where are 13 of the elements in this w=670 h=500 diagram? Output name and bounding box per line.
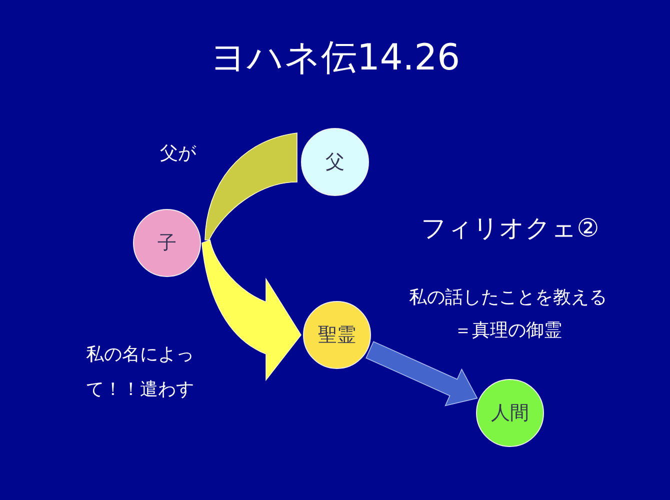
title: ヨハネ伝14.26 [210, 36, 460, 80]
circle-node: 人間 [476, 379, 544, 447]
note-text: ＝真理の御霊 [454, 319, 562, 342]
circle-node: 子 [133, 209, 201, 277]
subtitle: フィリオクェ② [420, 212, 600, 244]
note-text: 私の話したことを教える [409, 286, 607, 309]
block-arrow [202, 240, 302, 380]
note-text: 父が [160, 142, 196, 165]
circle-node: 聖霊 [303, 301, 371, 369]
circle-node: 父 [301, 128, 369, 196]
note-text: 私の名によって！！遣わす [85, 343, 195, 402]
block-arrow [366, 341, 478, 406]
band [204, 132, 298, 240]
